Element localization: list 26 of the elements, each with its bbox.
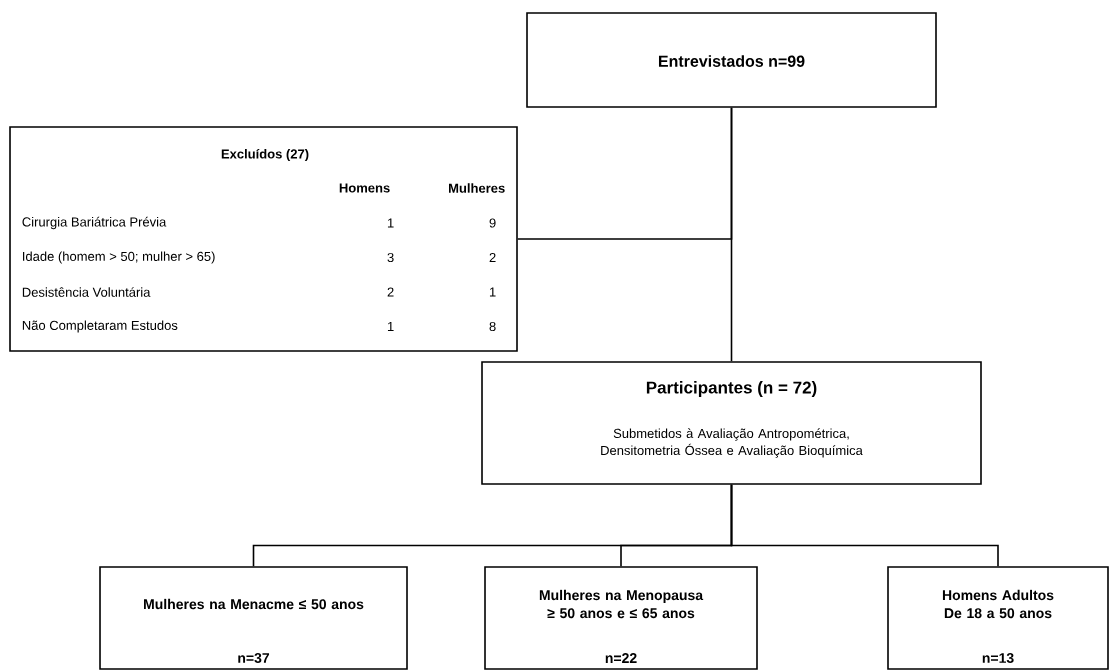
table-cell: 1 — [387, 218, 394, 228]
count-label: n=37 — [238, 653, 270, 663]
table-cell: 1 — [489, 287, 496, 297]
column-header: Mulheres — [449, 183, 505, 193]
table-cell: 9 — [489, 218, 496, 228]
count-label: n=13 — [982, 653, 1014, 663]
box-title: Participantes (n = 72) — [646, 381, 817, 397]
box-title: Mulheres na Menacme ≤ 50 anos — [144, 598, 364, 610]
box-text: Submetidos à Avaliação Antropométrica, Densitometria Óssea e Avaliação Bioquímica — [601, 428, 863, 458]
box-title: Homens Adultos De 18 a 50 anos — [942, 589, 1054, 619]
connector-line — [730, 484, 999, 567]
column-header: Homens — [339, 183, 390, 193]
count-label: n=22 — [605, 653, 637, 663]
table-cell: Desistência Voluntária — [22, 287, 151, 297]
table-cell: Cirurgia Bariátrica Prévia — [22, 216, 167, 230]
box-title: Entrevistados n=99 — [659, 55, 805, 67]
table-cell: 2 — [489, 252, 496, 263]
table-heading: Excluídos (27) — [221, 148, 309, 162]
table-cell: 1 — [387, 322, 394, 331]
connector-line — [517, 107, 733, 240]
table-cell: 3 — [387, 252, 394, 263]
table-cell: 2 — [387, 287, 394, 297]
table-cell: Idade (homem > 50; mulher > 65) — [23, 251, 215, 264]
box-title: Mulheres na Menopausa ≥ 50 anos e ≤ 65 anos — [539, 589, 704, 619]
table-cell: Não Completaram Estudos — [22, 320, 178, 333]
table-cell: 8 — [489, 321, 496, 332]
